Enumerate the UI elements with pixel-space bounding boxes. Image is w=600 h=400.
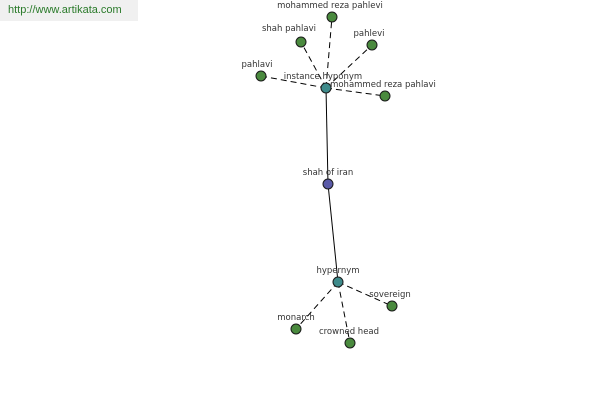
- node-circle[interactable]: [295, 36, 307, 48]
- node-circle[interactable]: [255, 70, 267, 82]
- node-crowned-head[interactable]: crowned head: [319, 327, 379, 349]
- node-label: pahlevi: [354, 29, 385, 39]
- node-label: pahlavi: [242, 60, 273, 70]
- edge-hypernym-crowned_head: [337, 281, 351, 344]
- site-url[interactable]: http://www.artikata.com: [0, 0, 138, 21]
- node-label: monarch: [277, 313, 314, 323]
- node-circle[interactable]: [322, 178, 334, 190]
- node-shah-pahlavi[interactable]: shah pahlavi: [262, 24, 316, 48]
- node-label: mohammed reza pahlavi: [330, 80, 436, 90]
- node-label: sovereign: [369, 290, 411, 300]
- node-label: instance hyponym: [284, 72, 362, 82]
- node-label: shah pahlavi: [262, 24, 316, 34]
- edge-instance_hyponym-mrp_top: [325, 16, 333, 89]
- node-circle[interactable]: [386, 300, 398, 312]
- node-label: shah of iran: [303, 168, 353, 178]
- node-circle[interactable]: [332, 276, 344, 288]
- node-mrp-top[interactable]: mohammed reza pahlevi: [277, 1, 383, 23]
- node-label: mohammed reza pahlevi: [277, 1, 383, 11]
- node-label: crowned head: [319, 327, 379, 337]
- nodes-layer: shah of iran instance hyponym hypernym moha…: [242, 1, 436, 349]
- node-circle[interactable]: [379, 90, 391, 102]
- node-circle[interactable]: [326, 11, 338, 23]
- edge-instance_hyponym-shah_pahlavi: [300, 41, 327, 89]
- node-sovereign[interactable]: sovereign: [369, 290, 411, 312]
- node-hypernym[interactable]: hypernym: [316, 266, 360, 288]
- node-circle[interactable]: [290, 323, 302, 335]
- node-pahlavi[interactable]: pahlavi: [242, 60, 273, 82]
- node-pahlevi[interactable]: pahlevi: [354, 29, 385, 51]
- node-circle[interactable]: [344, 337, 356, 349]
- node-center[interactable]: shah of iran: [303, 168, 353, 190]
- edge-hypernym-monarch: [295, 281, 339, 330]
- node-circle[interactable]: [320, 82, 332, 94]
- edge-center-instance_hyponym: [325, 87, 329, 185]
- node-monarch[interactable]: monarch: [277, 313, 315, 335]
- edge-instance_hyponym-pahlevi: [325, 44, 373, 89]
- edge-center-hypernym: [327, 183, 339, 283]
- node-circle[interactable]: [366, 39, 378, 51]
- edges-layer: [260, 16, 393, 344]
- edge-instance_hyponym-pahlavi: [260, 75, 327, 89]
- node-mrp-right[interactable]: mohammed reza pahlavi: [330, 80, 436, 102]
- node-instance-hyponym[interactable]: instance hyponym: [284, 72, 362, 94]
- node-label: hypernym: [316, 266, 359, 276]
